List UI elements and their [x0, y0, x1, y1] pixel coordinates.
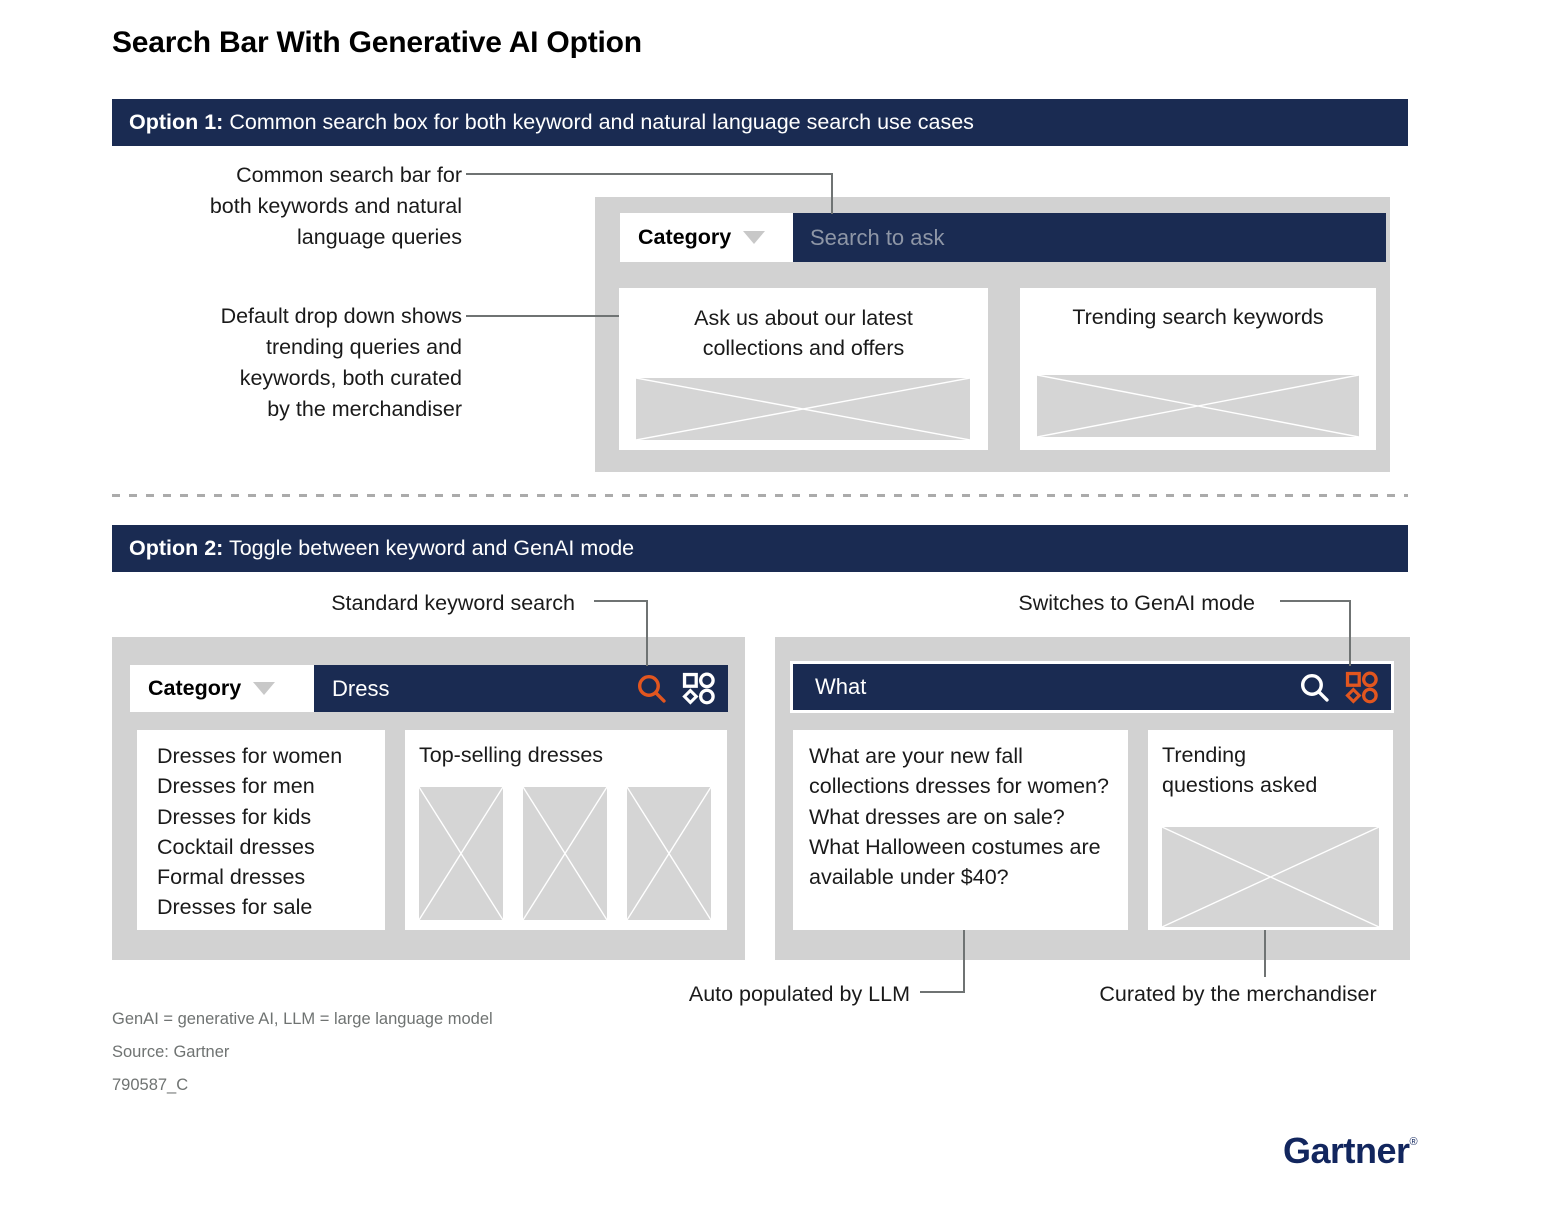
annotation-curated: Curated by the merchandiser: [1099, 982, 1377, 1006]
shapes-toggle-icon[interactable]: [682, 672, 715, 705]
page-title: Search Bar With Generative AI Option: [112, 26, 642, 59]
option1-ask-card[interactable]: Ask us about our latest collections and …: [619, 288, 988, 450]
option2-genai-mockup-panel: What What are your new fall collections …: [775, 637, 1410, 960]
annotation-standard-keyword-search: Standard keyword search: [331, 591, 575, 615]
search-query-text: Dress: [332, 675, 390, 701]
connector-line: [594, 600, 648, 602]
connector-line: [1349, 600, 1351, 666]
triangle-down-icon: [743, 231, 766, 244]
search-placeholder: Search to ask: [810, 224, 945, 250]
connector-line: [920, 991, 965, 993]
genai-search-input[interactable]: What: [790, 661, 1394, 713]
keyword-search-bar: Category Dress: [130, 665, 728, 712]
dashed-divider: [112, 494, 1408, 497]
option1-search-input[interactable]: Search to ask: [793, 213, 1386, 262]
shapes-toggle-icon[interactable]: [1345, 671, 1378, 704]
gartner-logo: Gartner®: [1283, 1130, 1418, 1172]
genai-questions-list: What are your new fall collections dress…: [809, 744, 1109, 890]
option1-banner-text: Common search box for both keyword and n…: [223, 110, 974, 134]
keyword-search-input[interactable]: Dress: [314, 665, 728, 712]
option1-banner: Option 1: Common search box for both key…: [112, 99, 1408, 146]
option2-banner: Option 2: Toggle between keyword and Gen…: [112, 525, 1408, 572]
magnifier-icon[interactable]: [635, 672, 668, 705]
annotation-auto-populated: Auto populated by LLM: [688, 982, 910, 1006]
option1-mockup-panel: Category Search to ask Ask us about our …: [595, 197, 1390, 472]
connector-line: [963, 930, 965, 992]
crossed-box-image-placeholder: [419, 787, 503, 920]
footer-source: Source: Gartner: [112, 1043, 230, 1061]
registered-mark: ®: [1409, 1136, 1418, 1148]
trending-questions-card[interactable]: Trending questions asked: [1148, 730, 1393, 930]
connector-line: [466, 173, 833, 175]
option2-banner-label: Option 2:: [129, 536, 224, 560]
ask-card-text: Ask us about our latest collections and …: [694, 306, 913, 360]
category-dropdown-label: Category: [148, 676, 242, 700]
footer-doc-id: 790587_C: [112, 1076, 189, 1094]
search-query-text: What: [815, 674, 867, 699]
footer-note: GenAI = generative AI, LLM = large langu…: [112, 1010, 493, 1028]
top-selling-card[interactable]: Top-selling dresses: [405, 730, 727, 930]
keyword-suggestions-card[interactable]: Dresses for women Dresses for men Dresse…: [137, 730, 385, 930]
crossed-box-image-placeholder: [1162, 827, 1379, 927]
triangle-down-icon: [253, 682, 276, 695]
connector-line: [646, 600, 648, 666]
option2-banner-text: Toggle between keyword and GenAI mode: [223, 536, 635, 560]
crossed-box-image-placeholder: [1037, 375, 1359, 437]
annotation-common-search-bar: Common search bar for both keywords and …: [209, 163, 462, 249]
connector-line: [1264, 930, 1266, 977]
option2-keyword-mockup-panel: Category Dress Dresses for women Dresses…: [112, 637, 745, 960]
option1-trending-card[interactable]: Trending search keywords: [1020, 288, 1376, 450]
category-dropdown[interactable]: Category: [620, 225, 766, 250]
option1-search-bar: Category Search to ask: [620, 213, 1386, 262]
connector-line: [1280, 600, 1351, 602]
crossed-box-image-placeholder: [627, 787, 711, 920]
annotation-switches-genai: Switches to GenAI mode: [1018, 591, 1255, 615]
connector-line: [831, 173, 833, 214]
category-dropdown-label: Category: [638, 225, 732, 249]
annotation-default-dropdown: Default drop down shows trending queries…: [220, 304, 462, 421]
top-selling-title: Top-selling dresses: [419, 743, 604, 767]
trending-questions-title: Trending questions asked: [1162, 743, 1318, 797]
crossed-box-image-placeholder: [636, 378, 970, 440]
genai-questions-card[interactable]: What are your new fall collections dress…: [793, 730, 1128, 930]
crossed-box-image-placeholder: [523, 787, 607, 920]
keyword-suggestions-list: Dresses for women Dresses for men Dresse…: [157, 744, 343, 920]
option1-banner-label: Option 1:: [129, 110, 224, 134]
trending-card-title: Trending search keywords: [1072, 305, 1324, 329]
gartner-logo-text: Gartner: [1283, 1130, 1410, 1171]
magnifier-icon[interactable]: [1298, 671, 1331, 704]
category-dropdown[interactable]: Category: [130, 676, 276, 701]
connector-line: [466, 315, 619, 317]
